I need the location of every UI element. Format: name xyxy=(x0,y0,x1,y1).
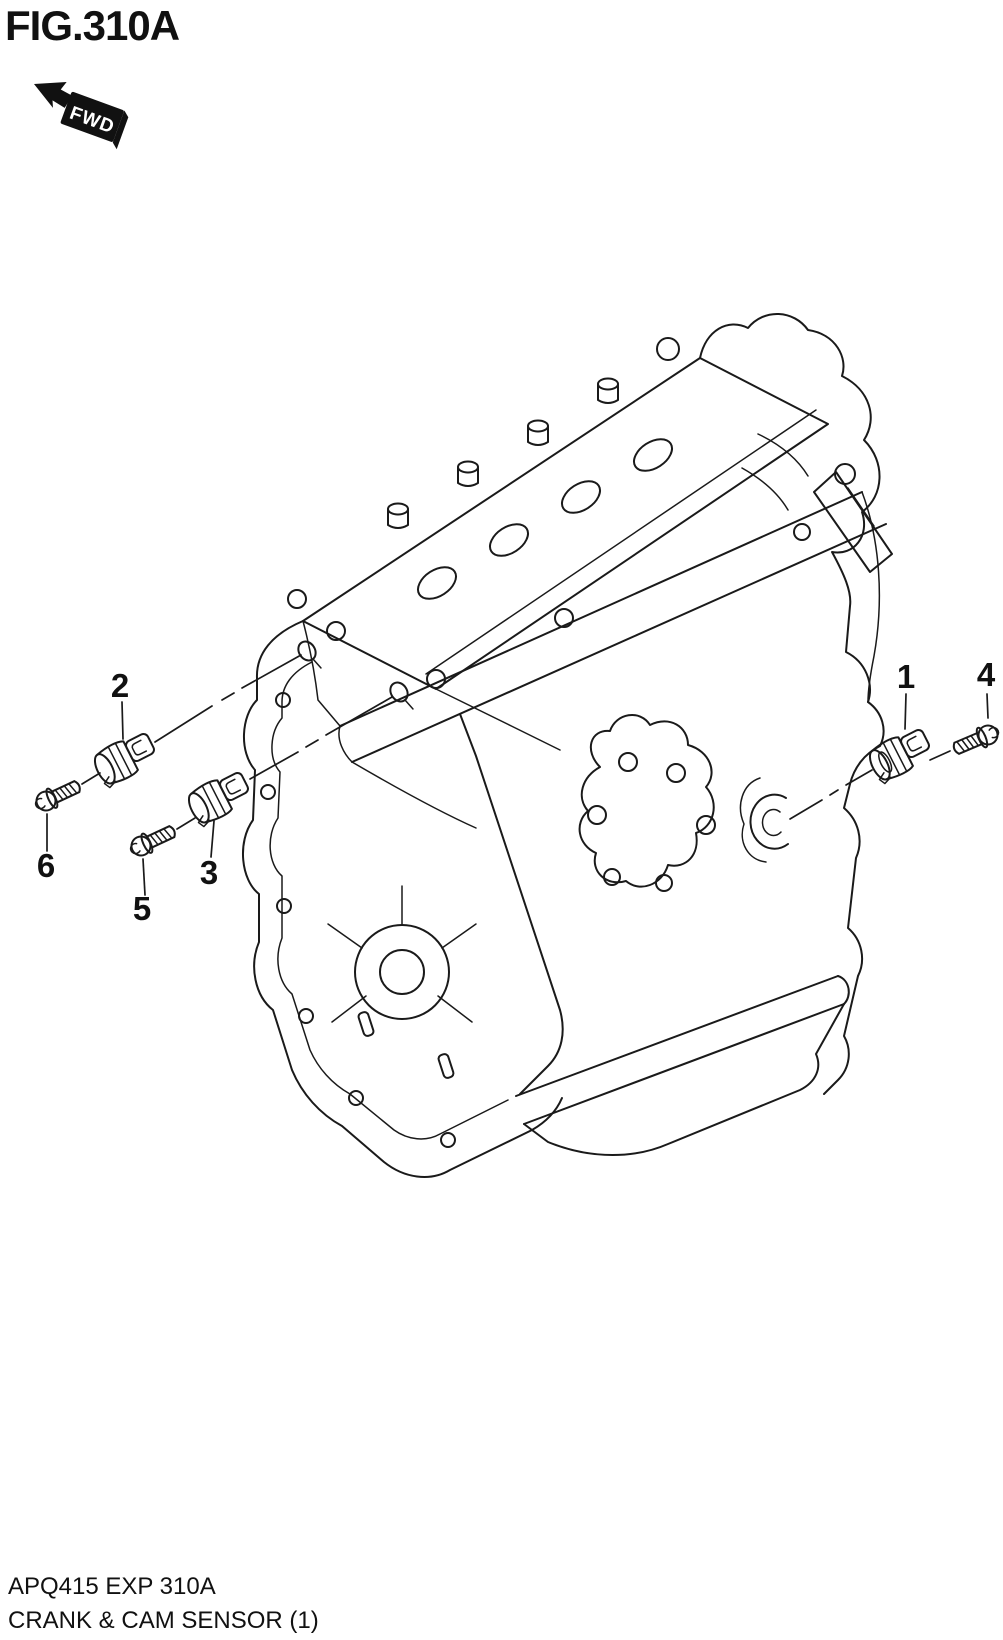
cylinder-head-band xyxy=(302,491,887,829)
bolt-6-drawing xyxy=(30,775,85,817)
axis-line-6 xyxy=(81,772,101,785)
fwd-badge-edge xyxy=(112,110,129,150)
label-line-3 xyxy=(210,820,215,858)
block-right-edge xyxy=(823,701,885,1095)
sensor-1-drawing xyxy=(863,723,937,787)
oil-pan xyxy=(515,975,850,1156)
crank-hub xyxy=(327,885,477,1023)
bolt-4-drawing xyxy=(949,720,1003,760)
fwd-arrowhead xyxy=(34,82,73,108)
label-line-2 xyxy=(121,701,124,740)
leader-lines xyxy=(46,654,989,896)
sensor-2-drawing xyxy=(88,727,162,791)
label-line-5 xyxy=(142,858,146,896)
bolt-5-drawing xyxy=(125,820,180,862)
footer-caption: CRANK & CAM SENSOR (1) xyxy=(8,1607,319,1634)
callout-label-6: 6 xyxy=(37,847,55,884)
label-line-1 xyxy=(904,693,907,730)
axis-line-5 xyxy=(176,817,196,830)
intake-manifold xyxy=(699,313,881,703)
leader-line-1 xyxy=(789,769,873,820)
valve-cover xyxy=(287,337,829,690)
fwd-arrow-icon: FWD xyxy=(34,82,129,150)
label-line-4 xyxy=(986,693,989,719)
fwd-badge-plate xyxy=(60,91,124,142)
rear-sensor-cover xyxy=(578,714,716,892)
callout-label-5: 5 xyxy=(133,890,151,927)
callout-label-1: 1 xyxy=(897,658,915,695)
leader-line-2 xyxy=(154,654,302,743)
timing-cover-and-bellhousing xyxy=(242,620,564,1178)
engine-mount-bracket xyxy=(813,471,893,573)
callout-label-3: 3 xyxy=(200,854,218,891)
footer-code: APQ415 EXP 310A xyxy=(8,1573,216,1600)
axis-line-4 xyxy=(929,750,951,761)
engine-line-art xyxy=(242,313,893,1178)
sensor-mount-boss-1 xyxy=(739,777,789,863)
callout-label-2: 2 xyxy=(111,667,129,704)
callout-label-4: 4 xyxy=(977,656,996,693)
figure-title: FIG.310A xyxy=(5,2,180,49)
leader-line-3 xyxy=(249,696,393,780)
